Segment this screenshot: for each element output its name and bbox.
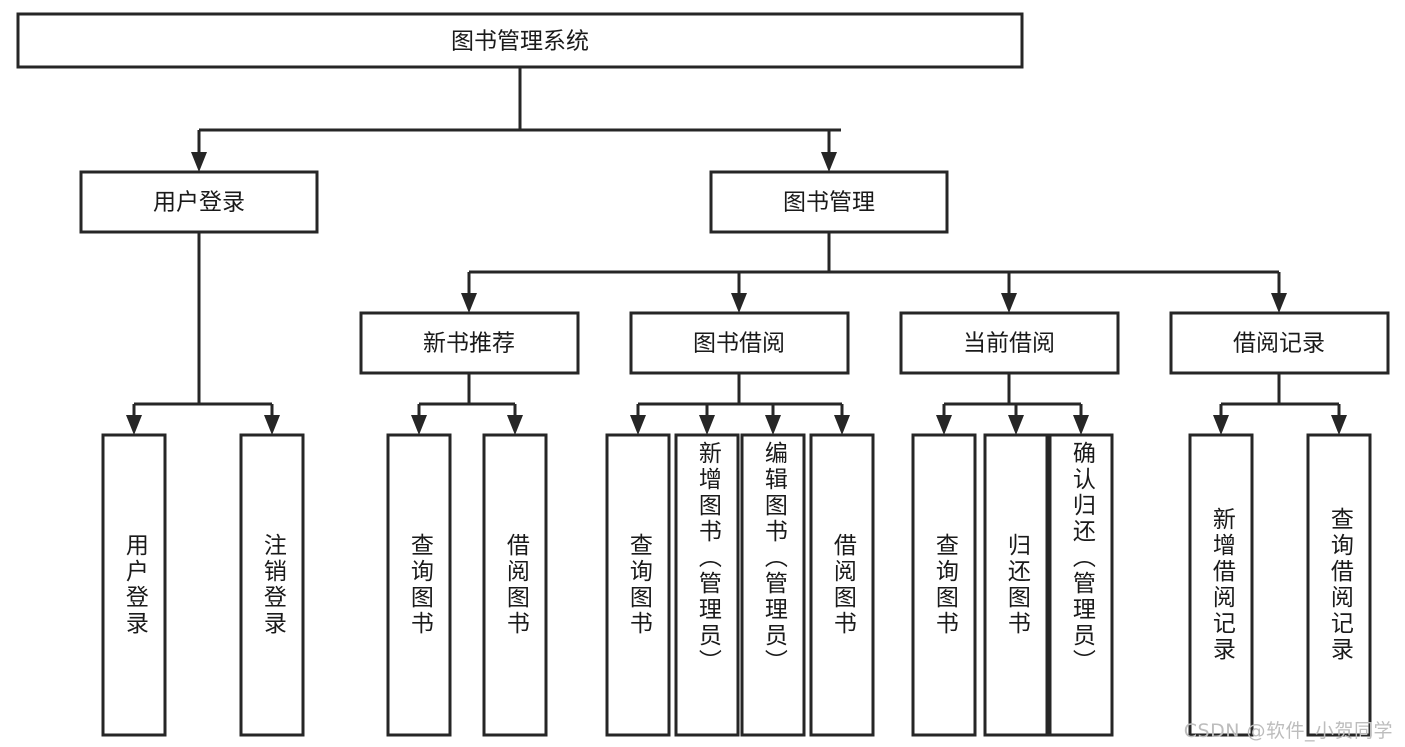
arrow-head-leaf-logout [264, 415, 280, 435]
node-book-borrow-label: 图书借阅 [693, 331, 785, 357]
leaf-rect-return-book[interactable] [983, 433, 1049, 737]
leaf-rect-add-book[interactable] [674, 433, 740, 737]
connector-current-to-leaves [936, 373, 1089, 435]
node-new-book-recommend[interactable]: 新书推荐 [359, 311, 580, 375]
connector-root-to-level2 [191, 67, 841, 172]
node-current-borrow[interactable]: 当前借阅 [899, 311, 1120, 375]
node-book-management-rect[interactable] [709, 170, 949, 234]
leaf-rect-borrow-book-2[interactable] [809, 433, 875, 737]
leaf-rect-add-record[interactable] [1188, 433, 1254, 737]
arrow-head-leaf-borrow-book-1 [507, 415, 523, 435]
connector-newbook-to-leaves [411, 373, 523, 435]
node-user-login-rect[interactable] [79, 170, 319, 234]
arrow-head-record [1271, 293, 1287, 313]
arrow-head-leaf-edit-book [765, 415, 781, 435]
connector-book-manage-to-level3 [461, 232, 1287, 313]
node-current-borrow-label: 当前借阅 [963, 331, 1055, 357]
leaf-rect-borrow-book-1[interactable] [482, 433, 548, 737]
node-book-management-label: 图书管理 [783, 190, 875, 216]
node-borrow-record-label: 借阅记录 [1233, 331, 1325, 357]
arrow-head-current [1001, 293, 1017, 313]
connector-borrow-to-leaves [630, 373, 850, 435]
node-user-login-label: 用户登录 [153, 190, 245, 216]
arrow-head-leaf-query-book-3 [936, 415, 952, 435]
watermark-text: CSDN @软件_小贺同学 [1183, 720, 1393, 742]
arrow-head-user-login [191, 152, 207, 172]
arrow-head-newbook [461, 293, 477, 313]
arrow-head-borrow [731, 293, 747, 313]
node-new-book-recommend-rect[interactable] [359, 311, 580, 375]
node-borrow-record-rect[interactable] [1169, 311, 1390, 375]
arrow-head-leaf-add-record [1213, 415, 1229, 435]
leaf-rect-edit-book[interactable] [740, 433, 806, 737]
node-book-management[interactable]: 图书管理 [709, 170, 949, 234]
node-book-borrow[interactable]: 图书借阅 [629, 311, 850, 375]
arrow-head-leaf-return-book [1008, 415, 1024, 435]
arrow-head-leaf-confirm-return [1073, 415, 1089, 435]
node-root[interactable]: 图书管理系统 [16, 12, 1024, 69]
leaf-rect-query-book-2[interactable] [605, 433, 671, 737]
node-user-login[interactable]: 用户登录 [79, 170, 319, 234]
node-root-label: 图书管理系统 [451, 29, 589, 55]
arrow-head-book-manage [821, 152, 837, 172]
connector-record-to-leaves [1213, 373, 1347, 435]
node-root-rect[interactable] [16, 12, 1024, 69]
leaf-rect-query-book-1[interactable] [386, 433, 452, 737]
arrow-head-leaf-borrow-book-2 [834, 415, 850, 435]
node-book-borrow-rect[interactable] [629, 311, 850, 375]
leaf-rect-confirm-return[interactable] [1048, 433, 1114, 737]
arrow-head-leaf-add-book [699, 415, 715, 435]
node-borrow-record[interactable]: 借阅记录 [1169, 311, 1390, 375]
leaf-rect-user-login[interactable] [101, 433, 167, 737]
leaf-rect-query-record[interactable] [1306, 433, 1372, 737]
arrow-head-leaf-query-book-2 [630, 415, 646, 435]
arrow-head-leaf-user-login [126, 415, 142, 435]
leaf-rect-logout[interactable] [239, 433, 305, 737]
node-current-borrow-rect[interactable] [899, 311, 1120, 375]
leaf-rect-query-book-3[interactable] [911, 433, 977, 737]
arrow-head-leaf-query-book-1 [411, 415, 427, 435]
leaf-node-rects [101, 433, 1372, 737]
arrow-head-leaf-query-record [1331, 415, 1347, 435]
node-new-book-recommend-label: 新书推荐 [423, 331, 515, 357]
connector-user-login-to-leaves [126, 232, 280, 435]
